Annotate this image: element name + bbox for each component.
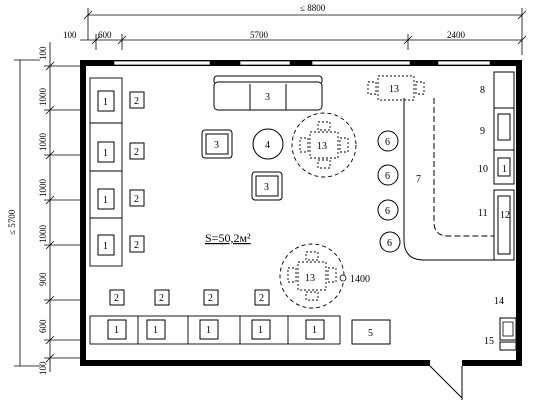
dining-13-label: 13 bbox=[389, 84, 399, 95]
chair-2-label: 2 bbox=[208, 293, 213, 304]
cabinet-5 bbox=[351, 319, 391, 345]
segment-a-label: 600 bbox=[98, 30, 112, 40]
left-offset-label: 100 bbox=[63, 30, 77, 40]
circle-dimension-label: 1400 bbox=[350, 274, 370, 285]
shelf-11-label: 11 bbox=[478, 208, 488, 219]
segment-b-label: 5700 bbox=[250, 30, 269, 40]
chair-2-label: 2 bbox=[134, 147, 139, 158]
sink-9-label: 9 bbox=[480, 126, 485, 137]
armchair-lower bbox=[251, 171, 283, 201]
table-1-label: 1 bbox=[114, 325, 119, 336]
fridge-8-label: 8 bbox=[480, 85, 485, 96]
chair-2-label: 2 bbox=[259, 293, 264, 304]
table-1-label: 1 bbox=[153, 325, 158, 336]
round-table-4-label: 4 bbox=[265, 140, 270, 151]
bottom-tables bbox=[107, 319, 325, 340]
bar-counter bbox=[403, 98, 496, 261]
stool-6-label: 6 bbox=[385, 171, 390, 182]
dining-group-center bbox=[299, 121, 349, 169]
dining-13-label: 13 bbox=[317, 141, 327, 152]
left-dimensions bbox=[14, 42, 80, 372]
dining-group-bottom bbox=[287, 251, 337, 301]
chair-2-label: 2 bbox=[134, 194, 139, 205]
circle-size-marker bbox=[339, 274, 347, 282]
dining-group-top-right bbox=[367, 75, 425, 101]
chair-2-label: 2 bbox=[114, 293, 119, 304]
stove-10-label: 10 bbox=[478, 164, 488, 175]
bar-counter-7-label: 7 bbox=[416, 174, 421, 185]
kitchen-equipment bbox=[493, 71, 515, 261]
item-15 bbox=[499, 341, 517, 351]
left-row-1-label: 1000 bbox=[38, 88, 48, 107]
bottom-chairs bbox=[109, 289, 270, 306]
table-1-label: 1 bbox=[258, 325, 263, 336]
table-1-label: 1 bbox=[103, 97, 108, 108]
left-top-label: 100 bbox=[38, 46, 48, 60]
chair-2-label: 2 bbox=[159, 293, 164, 304]
left-row-2-label: 1000 bbox=[38, 133, 48, 152]
table-1-label: 1 bbox=[103, 241, 108, 252]
stool-6-label: 6 bbox=[385, 206, 390, 217]
item-15-label: 15 bbox=[484, 336, 494, 347]
cabinet-5-label: 5 bbox=[368, 328, 373, 339]
overall-width-label: ≤ 8800 bbox=[300, 3, 326, 13]
top-dimensions bbox=[80, 8, 527, 55]
table-1-label: 1 bbox=[103, 148, 108, 159]
stool-6-label: 6 bbox=[385, 137, 390, 148]
table-1-label: 1 bbox=[206, 325, 211, 336]
armchair-3-label: 3 bbox=[264, 182, 269, 193]
overall-height-label: ≤ 5700 bbox=[7, 209, 17, 235]
left-row-3-label: 1000 bbox=[38, 179, 48, 198]
sofa-top bbox=[213, 75, 323, 111]
dining-circle-center bbox=[291, 112, 357, 178]
table-1-label: 1 bbox=[312, 325, 317, 336]
left-row-6-label: 600 bbox=[38, 319, 48, 333]
left-row-5-label: 900 bbox=[38, 272, 48, 286]
windows bbox=[113, 60, 491, 66]
chair-2-label: 2 bbox=[134, 240, 139, 251]
washbasin-14-inner bbox=[502, 321, 514, 337]
table-1-label: 1 bbox=[103, 195, 108, 206]
shelf-12-label: 12 bbox=[500, 210, 510, 221]
round-table-4 bbox=[252, 128, 284, 160]
armchair-left bbox=[201, 129, 233, 159]
stool-6-label: 6 bbox=[387, 238, 392, 249]
washbasin-14-label: 14 bbox=[494, 296, 504, 307]
stove-inner-label: 1 bbox=[502, 164, 507, 175]
sofa-3-label: 3 bbox=[265, 92, 270, 103]
left-chairs bbox=[129, 91, 145, 253]
armchair-3-label: 3 bbox=[214, 140, 219, 151]
dining-13-label: 13 bbox=[305, 273, 315, 284]
left-row-4-label: 1000 bbox=[38, 225, 48, 244]
entrance-door bbox=[429, 365, 463, 400]
left-tables bbox=[97, 90, 115, 256]
bar-stools bbox=[377, 130, 401, 253]
segment-c-label: 2400 bbox=[447, 30, 466, 40]
chair-2-label: 2 bbox=[134, 96, 139, 107]
walls bbox=[80, 60, 522, 366]
area-label: S=50,2м² bbox=[205, 231, 251, 245]
left-bottom-label: 100 bbox=[38, 361, 48, 375]
